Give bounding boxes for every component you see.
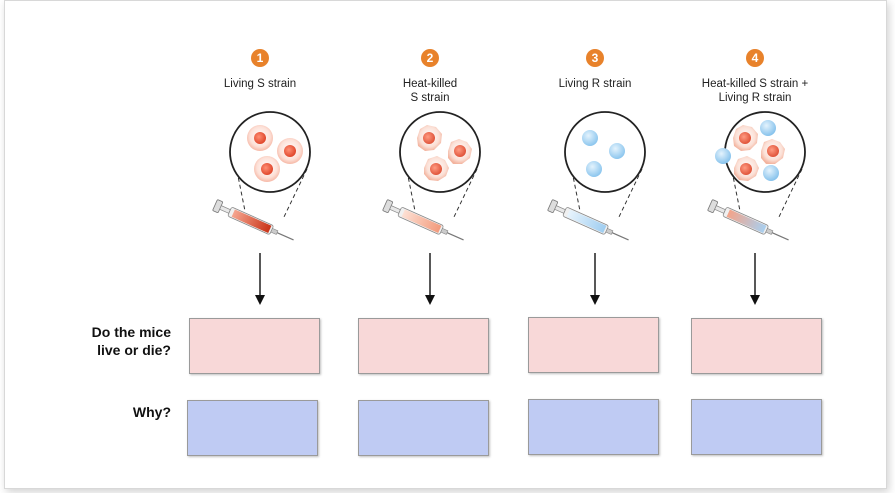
live-or-die-row-label: Do the mice live or die?: [45, 323, 171, 359]
step-label: Living R strain: [510, 77, 680, 91]
heat-killed-s-cell: [761, 139, 785, 164]
step-number-badge: 1: [251, 49, 269, 67]
r-cell: [715, 148, 731, 164]
row-label-line: live or die?: [97, 342, 171, 358]
heat-killed-s-cell: [733, 125, 758, 151]
mixed-strain-illustration: [707, 111, 806, 241]
s-cell: [277, 138, 303, 164]
syringe-icon: [382, 199, 464, 241]
step-label-line: Heat-killed S strain +: [701, 78, 809, 90]
why-answer-box-2[interactable]: [358, 400, 489, 456]
row-label-line: Do the mice: [91, 324, 171, 340]
step-column-3: 3 Living R strain: [510, 1, 680, 490]
step-column-1: 1 Living S strain: [175, 1, 345, 490]
step-number-badge: 4: [746, 49, 764, 67]
row-label-line: Why?: [132, 404, 171, 420]
r-cell: [582, 130, 598, 146]
live-or-die-answer-box-1[interactable]: [189, 318, 320, 374]
down-arrow-icon: [590, 253, 600, 305]
why-answer-box-4[interactable]: [691, 399, 822, 455]
diagram-frame: 1 Living S strain: [4, 0, 887, 489]
r-cell: [760, 120, 776, 136]
down-arrow-icon: [750, 253, 760, 305]
s-cell: [247, 125, 273, 151]
r-cell: [609, 143, 625, 159]
step-label-line: S strain: [410, 92, 450, 104]
magnified-view-circle: [564, 111, 646, 193]
step-number-badge: 2: [421, 49, 439, 67]
step-label: Living S strain: [175, 77, 345, 91]
down-arrow-icon: [255, 253, 265, 305]
step-label: Heat-killed S strain + Living R strain: [670, 77, 840, 105]
live-or-die-answer-box-3[interactable]: [528, 317, 659, 373]
step-label-line: Living R strain: [558, 78, 632, 90]
live-or-die-answer-box-4[interactable]: [691, 318, 822, 374]
syringe-icon: [547, 199, 629, 241]
step-column-4: 4 Heat-killed S strain + Living R strain: [670, 1, 840, 490]
step-label: Heat-killed S strain: [345, 77, 515, 105]
step-label-line: Heat-killed: [402, 78, 458, 90]
why-answer-box-3[interactable]: [528, 399, 659, 455]
why-answer-box-1[interactable]: [187, 400, 318, 456]
syringe-icon: [707, 199, 789, 241]
living-r-strain-illustration: [547, 111, 646, 241]
r-cell: [763, 165, 779, 181]
living-s-strain-illustration: [212, 111, 311, 241]
why-row-label: Why?: [45, 403, 171, 421]
live-or-die-answer-box-2[interactable]: [358, 318, 489, 374]
heat-killed-s-cell: [417, 125, 442, 151]
syringe-icon: [212, 199, 294, 241]
heat-killed-s-cell: [734, 156, 759, 181]
r-cell: [586, 161, 602, 177]
step-label-line: Living S strain: [223, 78, 297, 90]
step-number-badge: 3: [586, 49, 604, 67]
heat-killed-s-strain-illustration: [382, 111, 481, 241]
s-cell: [254, 156, 280, 182]
step-column-2: 2 Heat-killed S strain: [345, 1, 515, 490]
down-arrow-icon: [425, 253, 435, 305]
heat-killed-s-cell: [448, 139, 472, 164]
heat-killed-s-cell: [424, 156, 449, 181]
step-label-line: Living R strain: [718, 92, 792, 104]
